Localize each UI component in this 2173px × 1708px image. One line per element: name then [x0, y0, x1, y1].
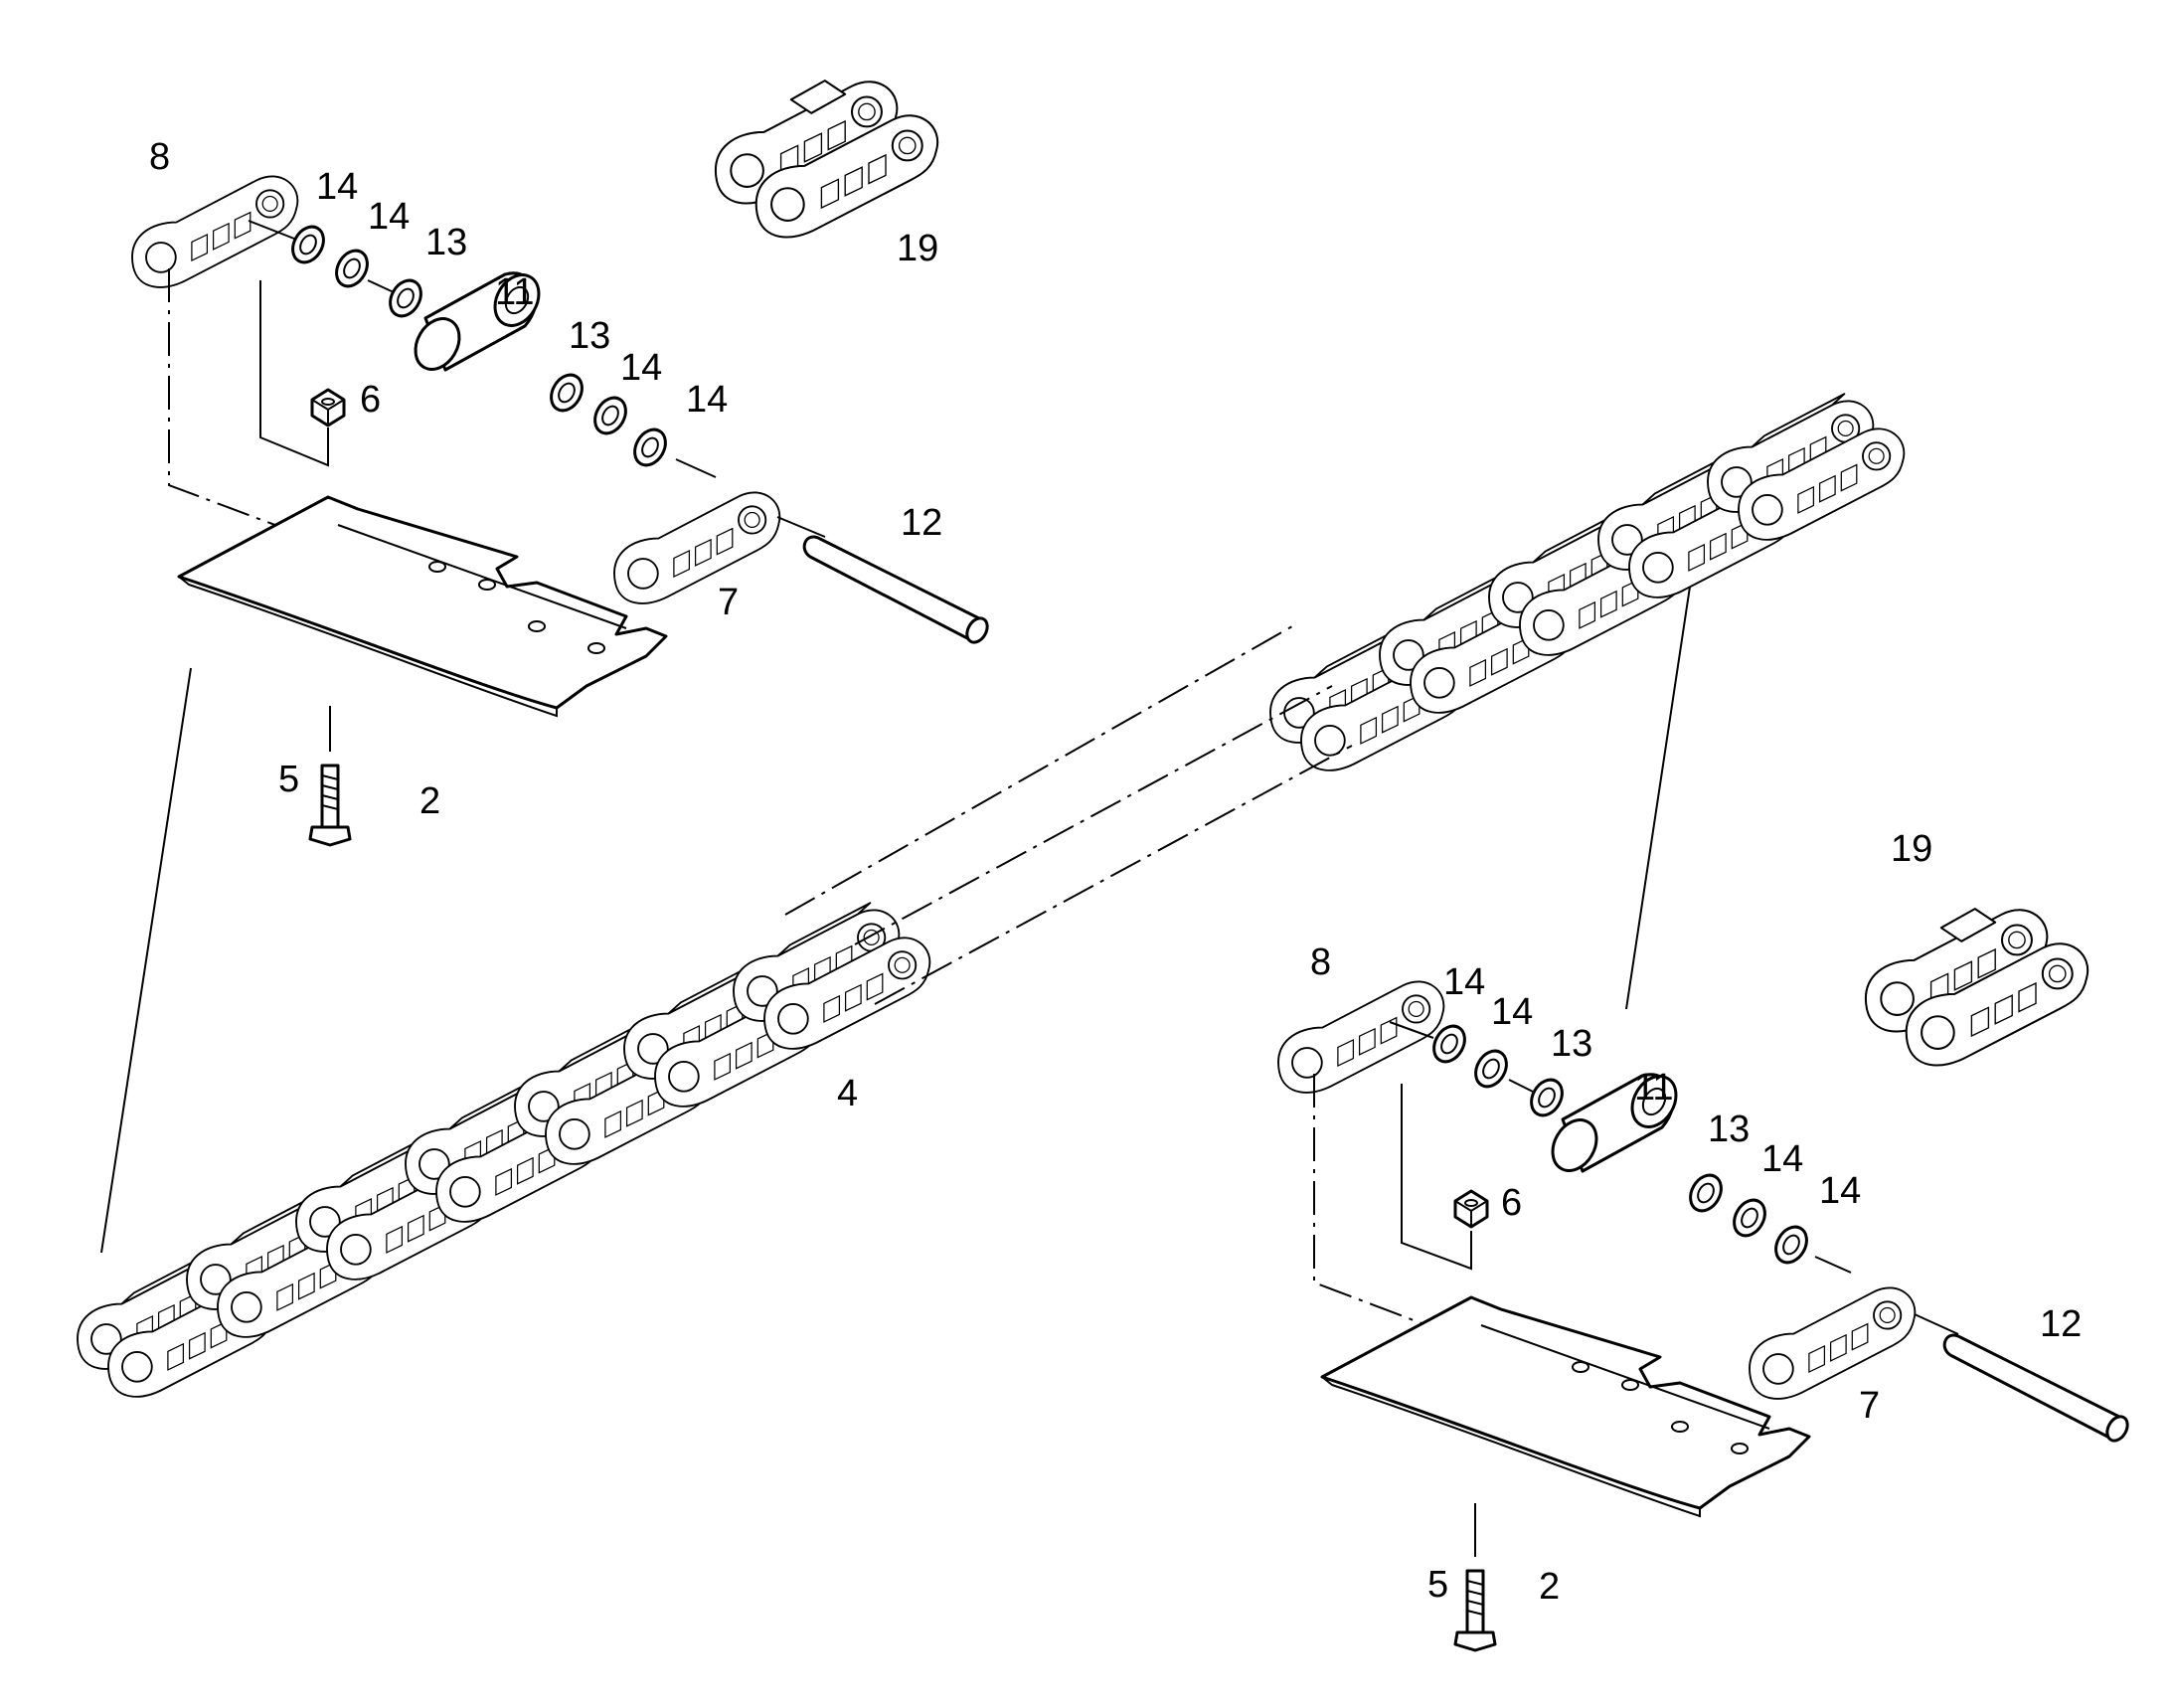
- callout-14b-bot: 14: [1491, 991, 1533, 1033]
- washer-14-bot-c: [1726, 1193, 1773, 1243]
- washer-14-bot-d: [1767, 1220, 1815, 1270]
- bottom-assembly: [1277, 909, 2133, 1652]
- callout-6-top: 6: [360, 379, 381, 421]
- washer-13-bot-a: [1523, 1073, 1571, 1122]
- pin-12-top: [802, 535, 993, 648]
- washer-14-top-b: [328, 244, 376, 293]
- callout-13b-top: 13: [569, 315, 610, 357]
- track-chain-4: [78, 394, 1904, 1397]
- master-link-19-bot: [1866, 909, 2088, 1065]
- master-link-19-top: [716, 81, 937, 237]
- washer-13-top-b: [543, 368, 590, 418]
- callout-13a-top: 13: [425, 222, 467, 263]
- nut-6-top: [310, 388, 346, 427]
- callout-13b-bot: 13: [1708, 1109, 1750, 1150]
- link-8-top: [131, 175, 299, 288]
- callout-12-top: 12: [901, 502, 942, 544]
- washer-13-top-a: [382, 273, 429, 323]
- callout-19-top: 19: [897, 228, 938, 269]
- washer-13-bot-b: [1682, 1168, 1730, 1218]
- link-7-top: [613, 491, 781, 604]
- callout-6-bot: 6: [1501, 1182, 1522, 1224]
- link-8-bot: [1277, 980, 1445, 1094]
- callout-13a-bot: 13: [1551, 1023, 1592, 1065]
- bolt-5-bot: [1453, 1569, 1497, 1652]
- callout-7-top: 7: [718, 582, 739, 623]
- callout-2-bot: 2: [1539, 1566, 1560, 1608]
- bolt-5-top: [308, 764, 352, 847]
- callout-19-bot: 19: [1891, 828, 1932, 870]
- callout-11-top: 11: [495, 271, 534, 313]
- callout-labels: 8 14 14 13 11 13 14 14 6 12 7 19 5 2 4 1…: [149, 136, 2082, 1608]
- callout-14a-top: 14: [316, 166, 358, 208]
- callout-4: 4: [837, 1073, 858, 1114]
- callout-8-top: 8: [149, 136, 170, 178]
- callout-12-bot: 12: [2040, 1303, 2082, 1345]
- callout-5-top: 5: [278, 759, 299, 800]
- nut-6-bot: [1453, 1189, 1489, 1229]
- pin-12-bot: [1942, 1333, 2133, 1447]
- washer-14-bot-b: [1467, 1044, 1515, 1094]
- callout-8-bot: 8: [1310, 941, 1331, 983]
- callout-14c-bot: 14: [1761, 1138, 1803, 1180]
- callout-14d-bot: 14: [1819, 1170, 1861, 1212]
- washer-14-top-c: [586, 391, 634, 440]
- callout-14c-top: 14: [620, 347, 662, 389]
- callout-14a-bot: 14: [1443, 961, 1485, 1003]
- washer-14-top-d: [626, 423, 674, 472]
- callout-7-bot: 7: [1859, 1385, 1880, 1427]
- top-assembly: [131, 81, 993, 847]
- shoe-plate-2-bot: [1320, 1295, 1811, 1518]
- callout-5-bot: 5: [1427, 1564, 1448, 1606]
- washer-14-top-a: [284, 220, 332, 269]
- shoe-plate-2-top: [177, 495, 668, 718]
- callout-11-bot: 11: [1634, 1067, 1673, 1109]
- callout-14d-top: 14: [686, 379, 728, 421]
- callout-14b-top: 14: [368, 196, 410, 238]
- callout-2-top: 2: [419, 780, 440, 822]
- link-7-bot: [1749, 1286, 1917, 1400]
